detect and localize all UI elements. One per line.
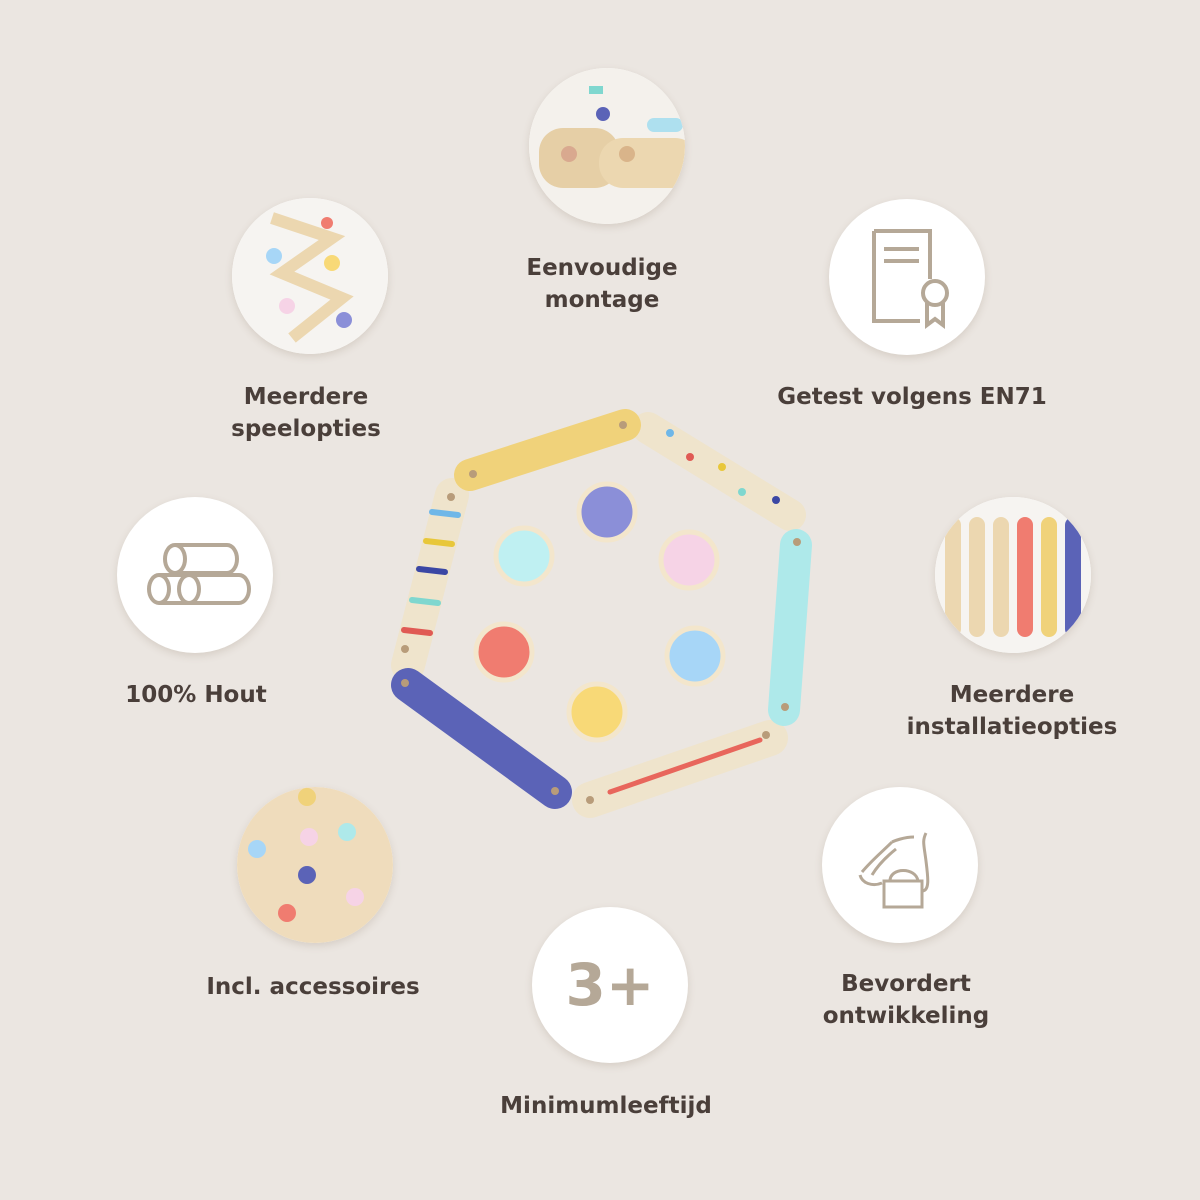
label-line: 100% Hout: [125, 682, 267, 708]
accessories-photo: [237, 787, 393, 943]
label-line: speelopties: [231, 416, 381, 442]
hand-block-icon: [822, 787, 978, 943]
label-line: Incl. accessoires: [206, 974, 420, 1000]
age-badge-text: 3+: [565, 951, 655, 1019]
label-line: montage: [544, 287, 660, 313]
wood-logs-icon: [117, 497, 273, 653]
feature-label-speelopties: Meerdere speelopties: [146, 381, 466, 445]
label-line: Meerdere: [243, 384, 369, 410]
label-line: Minimumleeftijd: [500, 1093, 712, 1119]
feature-label-en71: Getest volgens EN71: [752, 381, 1072, 413]
feature-label-ontwikkeling: Bevordert ontwikkeling: [746, 968, 1066, 1032]
label-line: Getest volgens EN71: [777, 384, 1047, 410]
label-line: installatieopties: [906, 714, 1118, 740]
feature-label-accessoires: Incl. accessoires: [153, 971, 473, 1003]
label-line: Bevordert: [841, 971, 971, 997]
feature-label-montage: Eenvoudige montage: [442, 252, 762, 316]
feature-label-leeftijd: Minimumleeftijd: [446, 1090, 766, 1122]
feature-label-hout: 100% Hout: [36, 679, 356, 711]
age-badge: 3+: [532, 907, 688, 1063]
play-options-photo: [232, 198, 388, 354]
label-line: Meerdere: [949, 682, 1075, 708]
assembly-photo: [529, 68, 685, 224]
certificate-icon: [829, 199, 985, 355]
label-line: ontwikkeling: [822, 1003, 990, 1029]
installation-photo: [935, 497, 1091, 653]
label-line: Eenvoudige: [526, 255, 678, 281]
feature-label-installatie: Meerdere installatieopties: [852, 679, 1172, 743]
